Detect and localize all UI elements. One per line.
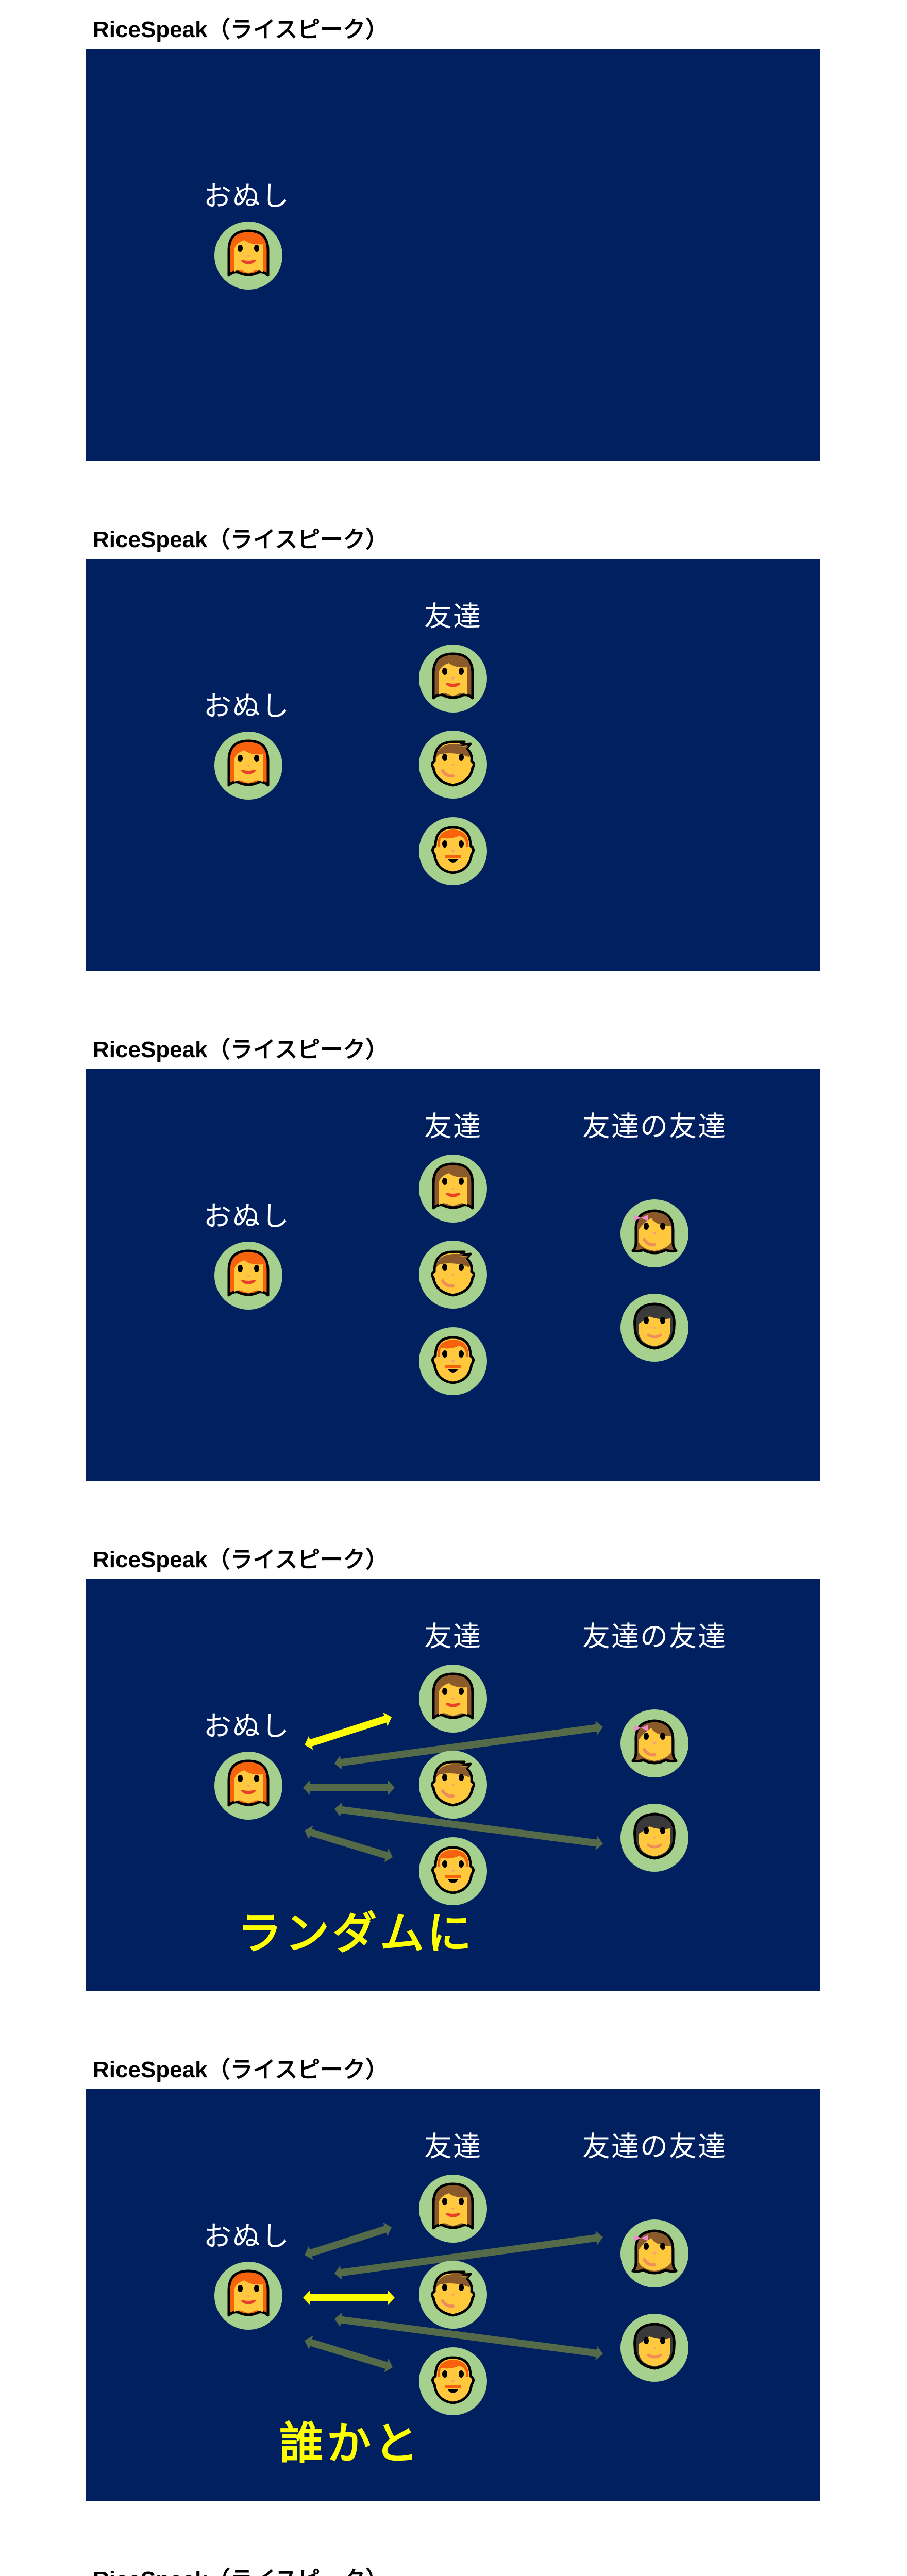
avatar-friend-1 — [419, 2175, 487, 2243]
slide-title: RiceSpeak（ライスピーク） — [93, 527, 389, 552]
avatar-friend-3 — [419, 1327, 487, 1395]
man-red-hair-icon — [419, 2347, 487, 2415]
slide-4: RiceSpeak（ライスピーク） おぬし 友達 友達の友達 ランダムに — [0, 1530, 907, 2040]
girl-icon — [620, 2219, 688, 2287]
avatar-friend-of-friend-2 — [620, 2314, 688, 2382]
avatar-friend-2 — [419, 1751, 487, 1819]
slide-title: RiceSpeak（ライスピーク） — [93, 2057, 389, 2082]
slide-1: RiceSpeak（ライスピーク） おぬし — [0, 0, 907, 510]
me-label: おぬし — [204, 180, 290, 212]
friends-label: 友達 — [424, 1110, 482, 1143]
slide-5: RiceSpeak（ライスピーク） おぬし 友達 友達の友達 誰かと — [0, 2040, 907, 2550]
avatar-friend-3 — [419, 2347, 487, 2415]
woman-icon — [419, 2175, 487, 2243]
caption-text: 誰かと — [279, 2418, 422, 2469]
avatar-friend-2 — [419, 1241, 487, 1309]
woman-icon — [419, 645, 487, 713]
woman-red-hair-icon — [214, 222, 282, 290]
avatar-friend-1 — [419, 1665, 487, 1733]
avatar-friend-of-friend-2 — [620, 1294, 688, 1362]
man-red-hair-icon — [419, 817, 487, 885]
avatar-friend-of-friend-1 — [620, 1199, 688, 1267]
double-arrow-icon — [305, 1712, 392, 1750]
avatar-me — [214, 222, 282, 290]
friends-of-friends-label: 友達の友達 — [582, 1620, 727, 1653]
slide-title: RiceSpeak（ライスピーク） — [93, 1547, 389, 1572]
avatar-friend-1 — [419, 645, 487, 713]
caption-text: ランダムに — [238, 1908, 475, 1959]
boy-icon — [419, 2261, 487, 2329]
boy-curly-hair-icon — [620, 1294, 688, 1362]
avatar-friend-of-friend-1 — [620, 2219, 688, 2287]
avatar-friend-1 — [419, 1155, 487, 1223]
woman-red-hair-icon — [214, 1752, 282, 1820]
woman-red-hair-icon — [214, 2262, 282, 2330]
avatar-friend-2 — [419, 731, 487, 799]
boy-icon — [419, 1751, 487, 1819]
avatar-friend-3 — [419, 1837, 487, 1905]
woman-red-hair-icon — [214, 1242, 282, 1310]
double-arrow-icon — [305, 1825, 393, 1862]
girl-icon — [620, 1199, 688, 1267]
boy-curly-hair-icon — [620, 2314, 688, 2382]
double-arrow-icon — [334, 1802, 603, 1851]
double-arrow-icon — [303, 1781, 395, 1795]
avatar-friend-of-friend-2 — [620, 1804, 688, 1872]
slide-canvas: おぬし 友達 友達の友達 誰かと — [86, 2089, 820, 2501]
slide-title: RiceSpeak（ライスピーク） — [93, 1037, 389, 1062]
double-arrow-icon — [305, 2222, 392, 2260]
me-label: おぬし — [204, 1710, 290, 1742]
slide-canvas: おぬし 友達 友達の友達 — [86, 1069, 820, 1481]
friends-of-friends-label: 友達の友達 — [582, 2130, 727, 2163]
boy-icon — [419, 731, 487, 799]
connection-arrows — [303, 1712, 603, 1862]
avatar-me — [214, 1242, 282, 1310]
double-arrow-icon — [305, 2335, 393, 2372]
man-red-hair-icon — [419, 1837, 487, 1905]
avatar-friend-of-friend-1 — [620, 1709, 688, 1777]
slide-title: RiceSpeak（ライスピーク） — [93, 17, 389, 42]
me-label: おぬし — [204, 690, 290, 722]
woman-red-hair-icon — [214, 732, 282, 800]
friends-label: 友達 — [424, 1620, 482, 1653]
double-arrow-icon — [303, 2291, 395, 2305]
slide-2: RiceSpeak（ライスピーク） おぬし 友達 — [0, 510, 907, 1020]
girl-icon — [620, 1709, 688, 1777]
man-red-hair-icon — [419, 1327, 487, 1395]
woman-icon — [419, 1665, 487, 1733]
friends-of-friends-label: 友達の友達 — [582, 1110, 727, 1143]
avatar-me — [214, 2262, 282, 2330]
slide-canvas: おぬし — [86, 49, 820, 461]
boy-icon — [419, 1241, 487, 1309]
slide-6: RiceSpeak（ライスピーク） おぬし 友達 友達の友達 話せる — [0, 2550, 907, 2576]
avatar-me — [214, 1752, 282, 1820]
slide-canvas: おぬし 友達 — [86, 559, 820, 971]
double-arrow-icon — [334, 2230, 603, 2280]
double-arrow-icon — [334, 2312, 603, 2361]
double-arrow-icon — [334, 1720, 603, 1770]
connection-arrows — [303, 2222, 603, 2372]
avatar-friend-2 — [419, 2261, 487, 2329]
slide-canvas: おぬし 友達 友達の友達 ランダムに — [86, 1579, 820, 1991]
friends-label: 友達 — [424, 2130, 482, 2163]
slide-title: RiceSpeak（ライスピーク） — [93, 2566, 388, 2576]
boy-curly-hair-icon — [620, 1804, 688, 1872]
avatar-friend-3 — [419, 817, 487, 885]
avatar-me — [214, 732, 282, 800]
woman-icon — [419, 1155, 487, 1223]
slide-3: RiceSpeak（ライスピーク） おぬし 友達 友達の友達 — [0, 1020, 907, 1530]
me-label: おぬし — [204, 2220, 290, 2252]
me-label: おぬし — [204, 1200, 290, 1232]
friends-label: 友達 — [424, 600, 482, 633]
